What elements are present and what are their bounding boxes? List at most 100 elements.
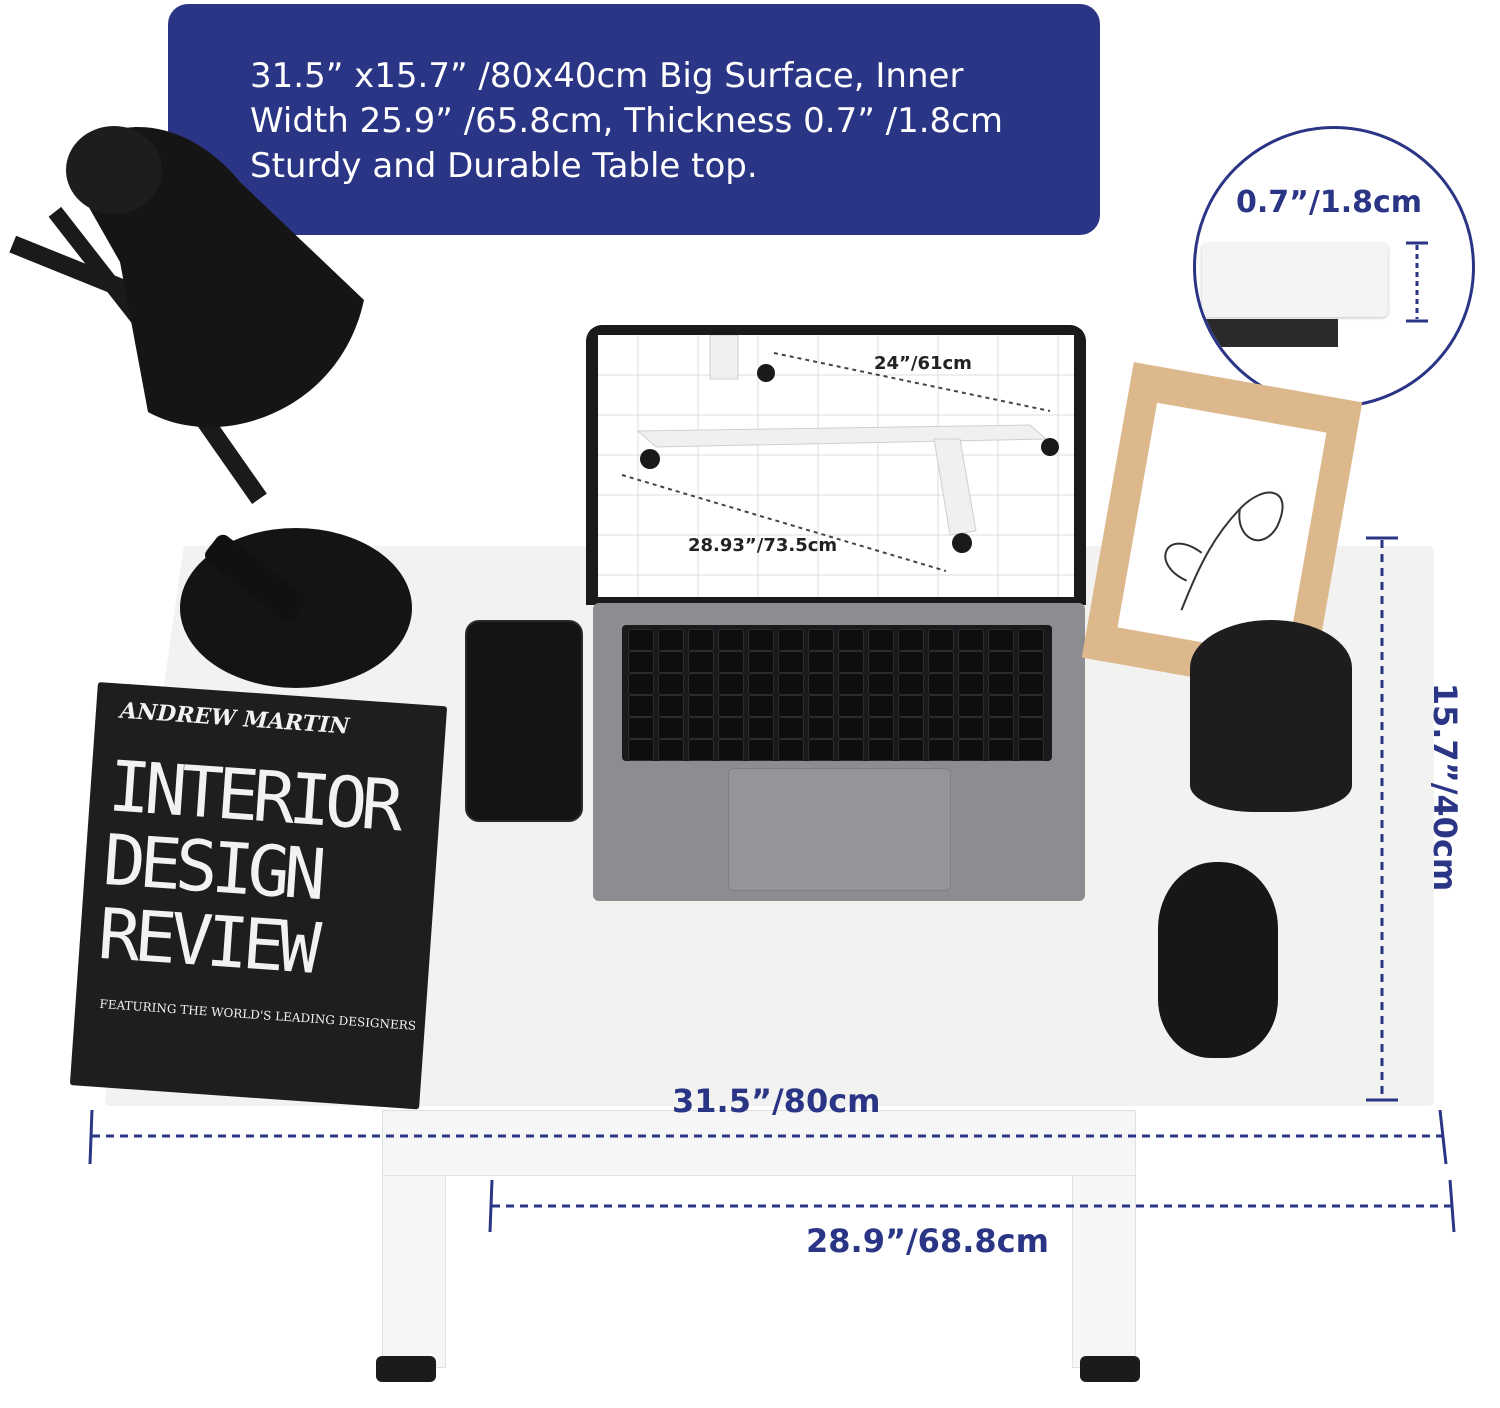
- display-grid: [598, 335, 1074, 597]
- leg-span-label: 28.9”/68.8cm: [806, 1222, 1049, 1260]
- keyboard-key: [628, 695, 654, 717]
- keyboard-key: [958, 695, 984, 717]
- keyboard-key: [748, 673, 774, 695]
- keyboard-key: [868, 651, 894, 673]
- right-caster-wheel: [1080, 1356, 1140, 1382]
- flower-sketch: [1164, 491, 1284, 611]
- feature-banner: 31.5” x15.7” /80x40cm Big Surface, Inner…: [168, 4, 1100, 235]
- keyboard-key: [808, 673, 834, 695]
- inner-length-label: 24”/61cm: [874, 353, 972, 374]
- thickness-dimension-marker: [1406, 241, 1428, 323]
- keyboard-key: [628, 629, 654, 651]
- keyboard-key: [1018, 717, 1044, 739]
- banner-line-2: Width 25.9” /65.8cm, Thickness 0.7” /1.8…: [250, 101, 1003, 141]
- keyboard-key: [898, 629, 924, 651]
- design-book: ANDREW MARTIN INTERIOR DESIGN REVIEW FEA…: [69, 682, 448, 1110]
- width-dimension-marker: [88, 1109, 1448, 1165]
- keyboard-key: [658, 717, 684, 739]
- book-author: ANDREW MARTIN: [119, 697, 351, 740]
- keyboard-key: [898, 673, 924, 695]
- book-title-line-3: REVIEW: [95, 892, 318, 990]
- keyboard-key: [868, 695, 894, 717]
- keyboard-key: [838, 717, 864, 739]
- left-caster-wheel: [376, 1356, 436, 1382]
- keyboard-key: [838, 651, 864, 673]
- computer-mouse: [1158, 862, 1278, 1058]
- keyboard-key: [958, 651, 984, 673]
- banner-line-3: Sturdy and Durable Table top.: [250, 146, 758, 186]
- keyboard-key: [718, 739, 744, 761]
- keyboard-key: [808, 629, 834, 651]
- keyboard-key: [958, 717, 984, 739]
- keyboard-key: [718, 629, 744, 651]
- keyboard-key: [868, 673, 894, 695]
- keyboard-key: [748, 695, 774, 717]
- keyboard-key: [1018, 695, 1044, 717]
- keyboard-key: [868, 629, 894, 651]
- keyboard-key: [958, 739, 984, 761]
- keyboard-key: [628, 651, 654, 673]
- keyboard-key: [778, 695, 804, 717]
- keyboard-key: [718, 717, 744, 739]
- keyboard-key: [928, 629, 954, 651]
- keyboard-key: [808, 695, 834, 717]
- keyboard-key: [1018, 651, 1044, 673]
- keyboard-key: [808, 651, 834, 673]
- keyboard-key: [898, 651, 924, 673]
- keyboard-key: [958, 629, 984, 651]
- keyboard-key: [808, 717, 834, 739]
- keyboard-key: [778, 651, 804, 673]
- keyboard-key: [838, 695, 864, 717]
- keyboard-key: [748, 629, 774, 651]
- laptop-keyboard: [622, 625, 1052, 761]
- keyboard-key: [928, 739, 954, 761]
- frame-artwork: [1117, 402, 1327, 658]
- keyboard-key: [718, 651, 744, 673]
- keyboard-key: [748, 717, 774, 739]
- desk-lamp: [9, 126, 412, 688]
- keyboard-key: [688, 739, 714, 761]
- keyboard-key: [748, 739, 774, 761]
- keyboard-key: [808, 739, 834, 761]
- keyboard-key: [688, 695, 714, 717]
- keyboard-key: [928, 695, 954, 717]
- keyboard-key: [838, 629, 864, 651]
- drinking-glass: [1190, 620, 1352, 812]
- keyboard-key: [778, 717, 804, 739]
- keyboard-key: [658, 739, 684, 761]
- keyboard-key: [988, 717, 1014, 739]
- keyboard-key: [868, 739, 894, 761]
- picture-frame: [1081, 362, 1363, 698]
- laptop-display: 24”/61cm 28.93”/73.5cm: [598, 335, 1074, 597]
- keyboard-key: [658, 629, 684, 651]
- keyboard-key: [658, 651, 684, 673]
- keyboard-key: [1018, 739, 1044, 761]
- keyboard-key: [628, 673, 654, 695]
- keyboard-key: [1018, 673, 1044, 695]
- keyboard-key: [898, 739, 924, 761]
- keyboard-key: [658, 695, 684, 717]
- keyboard-key: [838, 739, 864, 761]
- tabletop-bracket: [1206, 319, 1338, 347]
- keyboard-key: [988, 739, 1014, 761]
- thickness-detail-circle: 0.7”/1.8cm: [1193, 126, 1475, 408]
- keyboard-key: [658, 673, 684, 695]
- keyboard-key: [928, 717, 954, 739]
- keyboard-key: [988, 673, 1014, 695]
- keyboard-key: [898, 695, 924, 717]
- keyboard-key: [718, 673, 744, 695]
- depth-label: 15.7”/40cm: [1426, 682, 1464, 892]
- keyboard-key: [628, 739, 654, 761]
- keyboard-key: [988, 651, 1014, 673]
- keyboard-key: [688, 717, 714, 739]
- width-label: 31.5”/80cm: [672, 1082, 881, 1120]
- keyboard-key: [1018, 629, 1044, 651]
- keyboard-key: [928, 651, 954, 673]
- keyboard-key: [838, 673, 864, 695]
- keyboard-key: [688, 629, 714, 651]
- keyboard-key: [718, 695, 744, 717]
- leg-crossbar: [382, 1110, 1136, 1176]
- banner-line-1: 31.5” x15.7” /80x40cm Big Surface, Inner: [250, 56, 964, 96]
- base-length-line: [621, 474, 947, 572]
- keyboard-key: [748, 651, 774, 673]
